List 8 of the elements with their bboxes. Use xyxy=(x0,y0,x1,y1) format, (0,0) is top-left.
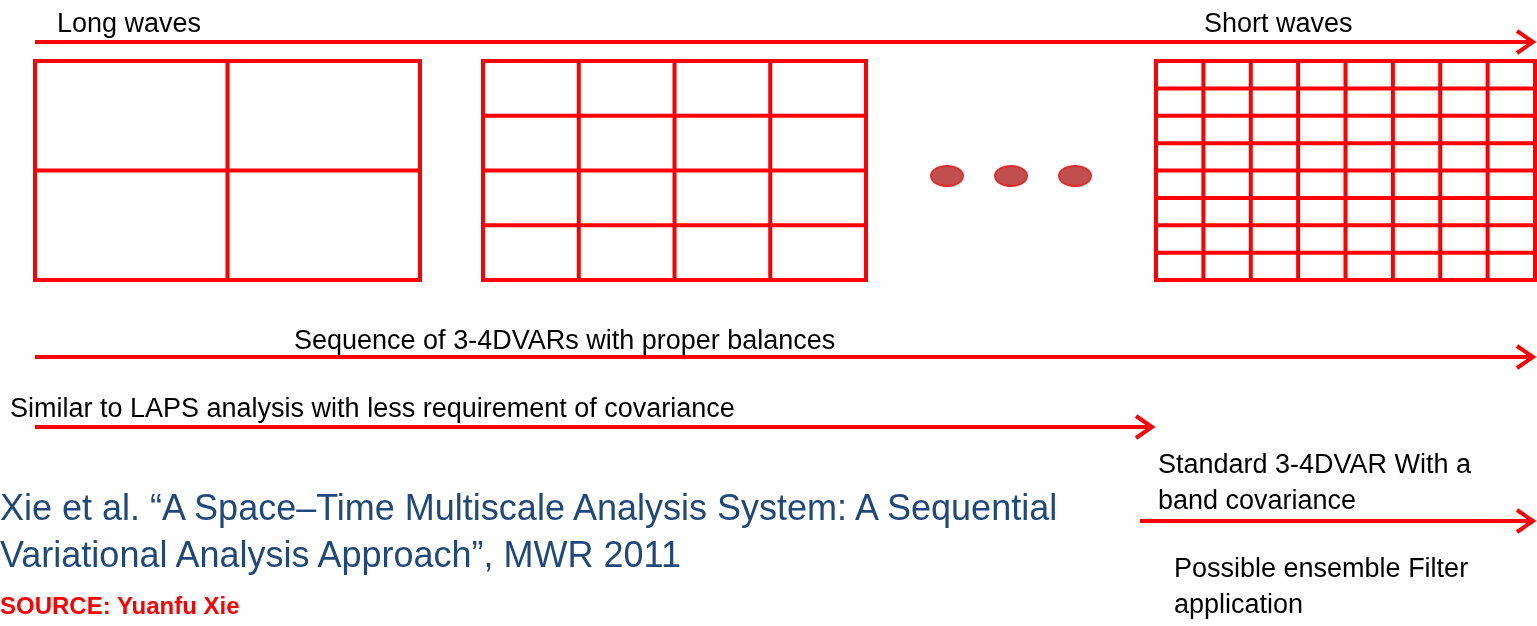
citation-text: Xie et al. “A Space–Time Multiscale Analysis System: A Sequential Variational Analysis Approach”, MWR 2011 xyxy=(0,486,1059,577)
scale-label: Short waves xyxy=(1204,7,1353,40)
scale-label: Long waves xyxy=(57,7,202,40)
method-label: Possible ensemble Filter application xyxy=(1174,552,1470,622)
source-credit: SOURCE: Yuanfu Xie xyxy=(0,591,240,621)
method-label: Sequence of 3-4DVARs with proper balances xyxy=(294,324,836,357)
method-label: Standard 3-4DVAR With a band covariance xyxy=(1158,448,1473,518)
method-label: Similar to LAPS analysis with less requirement of covariance xyxy=(10,392,735,425)
